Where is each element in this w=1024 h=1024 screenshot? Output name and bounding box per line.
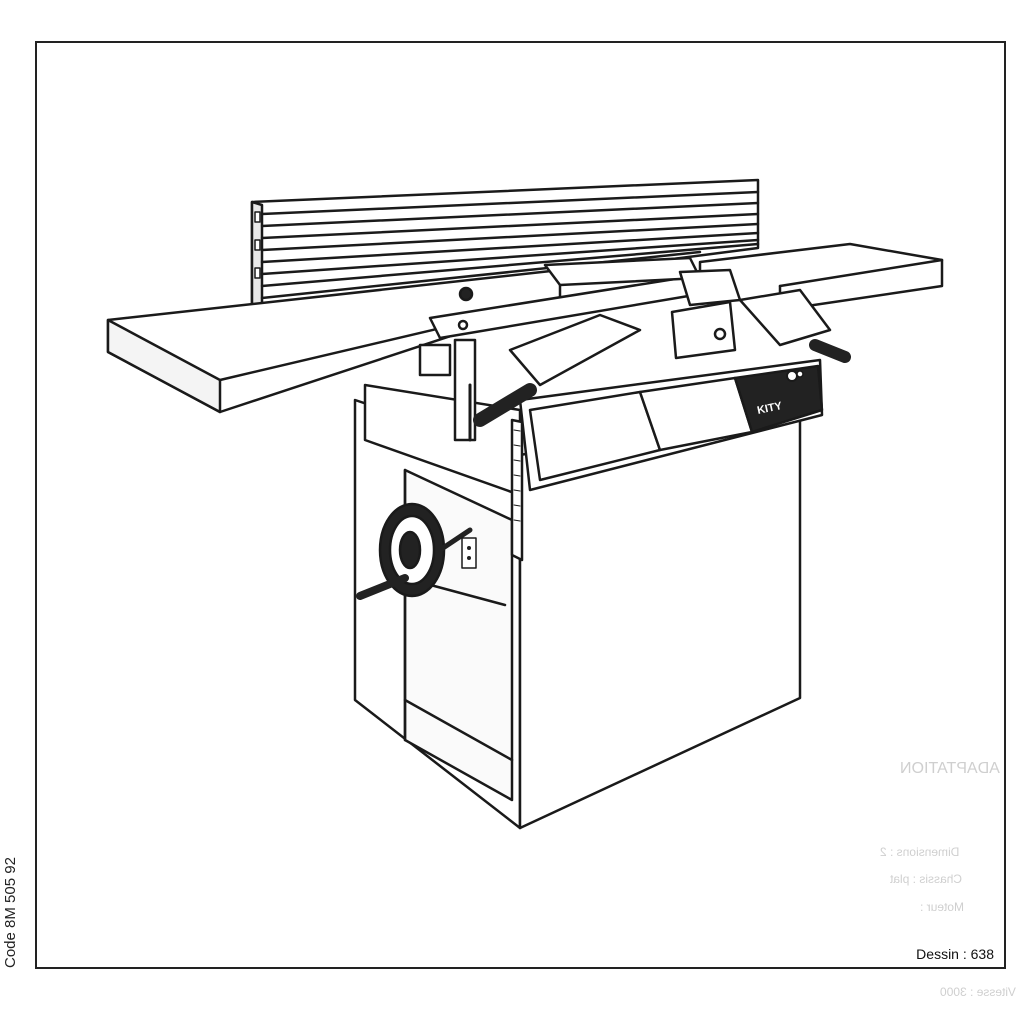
handwheel bbox=[356, 502, 477, 600]
bleed-through-text: Moteur : bbox=[920, 900, 965, 914]
bleed-through-text: ADAPTATION bbox=[900, 760, 1000, 777]
code-label: Code 8M 505 92 bbox=[2, 857, 19, 968]
cutterhead-guard bbox=[418, 256, 832, 442]
thicknesser-housing: KITY bbox=[363, 358, 824, 497]
height-scale bbox=[510, 418, 524, 562]
drawing-frame bbox=[35, 41, 1006, 969]
bleed-through-text: Vitesse : 3000 bbox=[940, 985, 1016, 999]
handles bbox=[468, 339, 851, 442]
drawing-number: Dessin : 638 bbox=[916, 946, 994, 962]
fence bbox=[250, 178, 760, 314]
brand-badge: KITY bbox=[756, 400, 784, 417]
bleed-through-text: Chassis : plat bbox=[890, 872, 963, 886]
bleed-through-text: Dimensions : 2 bbox=[880, 845, 960, 859]
